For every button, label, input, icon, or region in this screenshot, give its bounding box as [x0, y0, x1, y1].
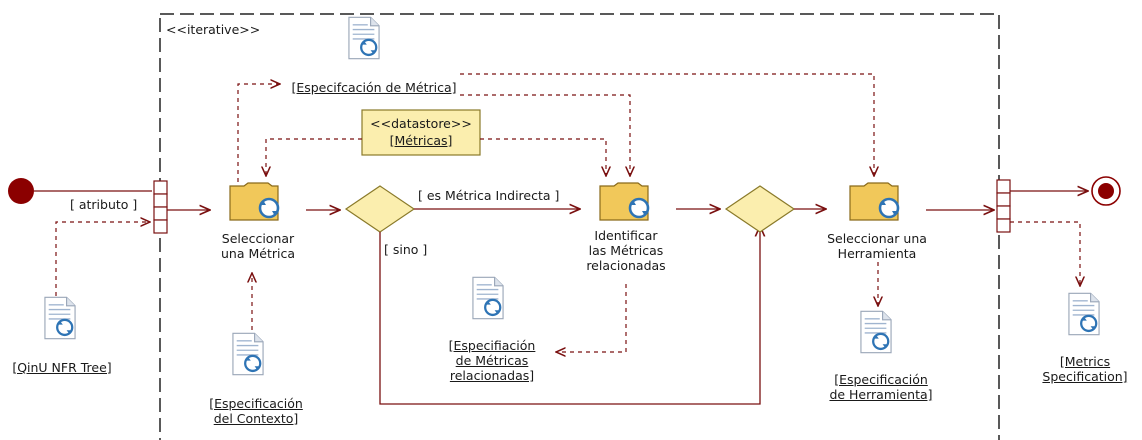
select-metric-action-icon[interactable]	[228, 182, 280, 222]
metrics-spec-label[interactable]: [Metrics Specification]	[1030, 354, 1140, 384]
flow-metric-spec-to-identify	[460, 94, 630, 176]
select-metric-label[interactable]: Seleccionar una Métrica	[198, 231, 318, 261]
region-stereotype: <<iterative>>	[166, 22, 261, 37]
datastore-node[interactable]	[361, 109, 481, 156]
guard-indirect: [ es Métrica Indirecta ]	[418, 188, 560, 203]
identify-metrics-line-2: las Métricas	[588, 243, 664, 258]
flow-select-to-metric-spec	[237, 84, 280, 182]
related-spec-label[interactable]: [Especifiación de Métricas relacionadas]	[432, 338, 552, 383]
related-spec-artifact-icon	[472, 276, 504, 320]
output-expansion-node	[996, 179, 1011, 233]
tool-spec-line-2: de Herramienta]	[829, 387, 933, 402]
guard-else: [ sino ]	[384, 242, 428, 257]
context-spec-label[interactable]: [Especificación del Contexto]	[196, 396, 316, 426]
metrics-spec-line-2: Specification]	[1042, 369, 1128, 384]
merge-node[interactable]	[724, 185, 796, 233]
metric-spec-artifact-icon	[348, 16, 380, 60]
context-spec-line-1: [Especificación	[209, 396, 303, 411]
nfr-tree-artifact-icon	[44, 296, 76, 340]
identify-metrics-line-3: relacionadas	[586, 258, 666, 273]
flow-datastore-to-identify	[480, 138, 606, 176]
nfr-tree-label[interactable]: [QinU NFR Tree]	[2, 360, 122, 375]
tool-spec-line-1: [Especificación	[834, 372, 928, 387]
metrics-spec-line-1: [Metrics	[1059, 354, 1111, 369]
related-spec-line-1: [Especifiación	[448, 338, 536, 353]
initial-node[interactable]	[8, 178, 34, 204]
metric-spec-label[interactable]: [Especifcación de Métrica]	[284, 80, 464, 95]
identify-metrics-label[interactable]: Identificar las Métricas relacionadas	[566, 228, 686, 273]
datastore-stereotype: <<datastore>>	[370, 116, 472, 131]
datastore-name: [Métricas]	[389, 133, 453, 148]
nfr-tree-line: [QinU NFR Tree]	[12, 360, 112, 375]
flow-else-to-merge	[379, 226, 760, 405]
select-tool-action-icon[interactable]	[848, 182, 900, 222]
flow-nfr-tree	[55, 222, 150, 296]
input-expansion-node	[153, 180, 168, 234]
related-spec-line-2: de Métricas	[455, 353, 529, 368]
tool-spec-label[interactable]: [Especificación de Herramienta]	[816, 372, 946, 402]
context-spec-artifact-icon	[232, 332, 264, 376]
select-tool-line-2: Herramienta	[837, 246, 917, 261]
flow-identify-to-related-spec	[556, 284, 627, 352]
metrics-spec-artifact-icon	[1068, 292, 1100, 336]
flow-pin-to-metrics-spec	[1010, 221, 1080, 286]
select-tool-label[interactable]: Seleccionar una Herramienta	[812, 231, 942, 261]
identify-metrics-action-icon[interactable]	[598, 182, 650, 222]
select-metric-line-2: una Métrica	[221, 246, 295, 261]
flow-datastore-to-select	[266, 138, 362, 176]
tool-spec-artifact-icon	[860, 310, 892, 354]
related-spec-line-3: relacionadas]	[449, 368, 535, 383]
flow-metric-spec-to-tool	[460, 73, 874, 176]
select-metric-line-1: Seleccionar	[221, 231, 295, 246]
context-spec-line-2: del Contexto]	[213, 411, 299, 426]
identify-metrics-line-1: Identificar	[594, 228, 658, 243]
metric-spec-line: [Especifcación de Métrica]	[291, 80, 457, 95]
decision-node[interactable]	[344, 185, 416, 233]
select-tool-line-1: Seleccionar una	[827, 231, 927, 246]
guard-attribute: [ atributo ]	[70, 197, 138, 212]
